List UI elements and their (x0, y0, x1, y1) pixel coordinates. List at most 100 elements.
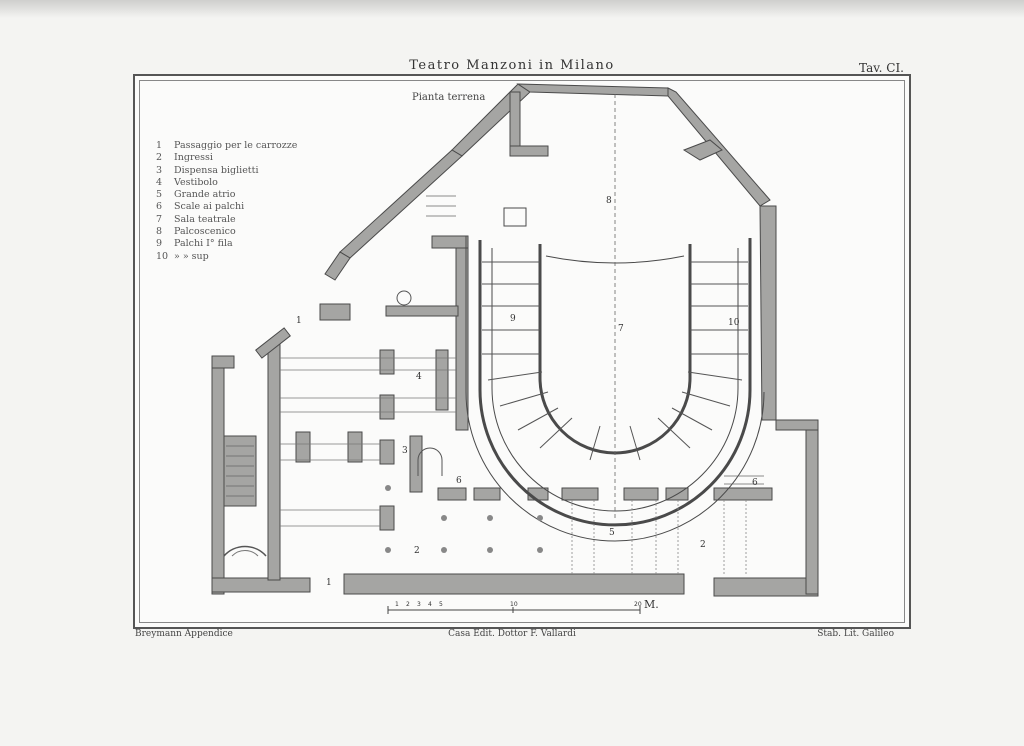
scale-tick-20: 20 (634, 601, 642, 608)
legend-label: Grande atrio (174, 189, 236, 201)
room-number-2-east: 2 (700, 540, 706, 550)
scale-tick-3: 3 (417, 601, 421, 608)
west-wall-top (211, 355, 235, 369)
legend-item: 10 » » sup (156, 251, 297, 263)
legend-number: 4 (156, 176, 163, 188)
entry-pier-b (431, 235, 469, 249)
south-wall-main (343, 573, 685, 595)
diag-entry-wall (255, 327, 291, 359)
footer-right: Stab. Lit. Galileo (817, 629, 894, 639)
legend-number: 1 (156, 140, 163, 151)
pier-10 (437, 487, 467, 501)
legend-label: Palchi I° fila (174, 238, 233, 250)
footer-center: Casa Edit. Dottor F. Vallardi (448, 629, 576, 639)
legend-label: Palcoscenico (174, 226, 236, 238)
east-block-wall (805, 423, 819, 595)
legend-label: Ingressi (174, 152, 213, 164)
south-wall-left (211, 577, 311, 593)
outer-wall-top (516, 83, 669, 97)
pier-1 (379, 349, 395, 375)
plate-number: Tav. CI. (859, 61, 904, 75)
legend-label: Dispensa biglietti (174, 164, 259, 176)
legend-number: 10 (156, 250, 169, 262)
page-edge-shadow (0, 0, 1024, 18)
legend-number: 2 (156, 152, 163, 164)
room-number-6-east: 6 (752, 478, 758, 488)
scale-tick-1: 1 (395, 601, 399, 608)
pier-9 (409, 435, 423, 493)
legend-number: 3 (156, 164, 163, 176)
room-number-7: 7 (618, 324, 624, 334)
pier-2 (379, 394, 395, 420)
legend-number: 7 (156, 213, 163, 225)
spiral-stair (223, 545, 267, 557)
room-number-3: 3 (402, 446, 408, 456)
legend-number: 8 (156, 226, 163, 238)
pier-7 (435, 349, 449, 411)
footer-left: Breymann Appendice (135, 629, 233, 639)
corridor-wall (385, 305, 459, 317)
east-block-top (775, 419, 819, 431)
legend-label: Sala teatrale (174, 213, 236, 225)
auditorium-middle (491, 248, 739, 512)
room-number-6: 6 (456, 476, 462, 486)
scale-tick-4: 4 (428, 601, 432, 608)
room-number-2: 2 (414, 546, 420, 556)
room-number-1-south: 1 (326, 578, 332, 588)
legend-number: 5 (156, 189, 163, 201)
room-number-10: 10 (728, 318, 740, 328)
pier-3 (379, 439, 395, 465)
legend: 1 Passaggio per le carrozze 2 Ingressi 3 Di… (156, 140, 297, 263)
legend-item: 1 Passaggio per le carrozze (156, 140, 297, 152)
spiral-stair-inner (231, 550, 259, 557)
pier-6 (347, 431, 363, 463)
legend-number: 9 (156, 238, 163, 250)
scale-unit: M. (644, 598, 659, 611)
vestibule-beams (280, 357, 456, 527)
legend-item: 4 Vestibolo (156, 177, 297, 189)
scale-tick-10: 10 (510, 601, 518, 608)
box-partitions (482, 261, 748, 461)
legend-number: 6 (156, 201, 163, 213)
pier-13 (561, 487, 599, 501)
outer-wall-nw-3 (324, 251, 351, 281)
arched-door (417, 447, 443, 476)
legend-item: 2 Ingressi (156, 152, 297, 164)
room-number-5: 5 (609, 528, 615, 538)
west-wall (211, 355, 225, 595)
stage-pier-left-foot (509, 145, 549, 157)
auditorium-outer (478, 238, 752, 527)
small-room (503, 207, 527, 227)
well-circle (396, 290, 412, 306)
room-number-9: 9 (510, 314, 516, 324)
legend-item: 3 Dispensa biglietti (156, 165, 297, 177)
room-number-8: 8 (606, 196, 612, 206)
legend-item: 8 Palcoscenico (156, 226, 297, 238)
south-wall-right (713, 577, 819, 597)
legend-item: 5 Grande atrio (156, 189, 297, 201)
pier-11 (473, 487, 501, 501)
pier-14 (623, 487, 659, 501)
pier-16 (713, 487, 773, 501)
plan-subtitle: Pianta terrena (412, 92, 486, 103)
legend-label: Passaggio per le carrozze (174, 140, 298, 151)
stair-treads (226, 195, 764, 497)
drawing-frame-inner (139, 80, 905, 623)
scale-tick-2: 2 (406, 601, 410, 608)
plate-title: Teatro Manzoni in Milano (409, 58, 615, 73)
legend-label: Vestibolo (174, 176, 218, 188)
atrium-columns (385, 485, 543, 553)
legend-label: » » sup (174, 250, 209, 262)
atrium-gridlines (571, 500, 747, 574)
scale-tick-5: 5 (439, 601, 443, 608)
room-number-1: 1 (296, 316, 302, 326)
legend-item: 7 Sala teatrale (156, 214, 297, 226)
pier-4 (379, 505, 395, 531)
legend-item: 9 Palchi I° fila (156, 238, 297, 250)
stage-pier-left (509, 91, 521, 151)
stair-block-a (223, 435, 257, 507)
outer-wall-east (759, 205, 777, 421)
stage-pier-right (682, 139, 723, 161)
